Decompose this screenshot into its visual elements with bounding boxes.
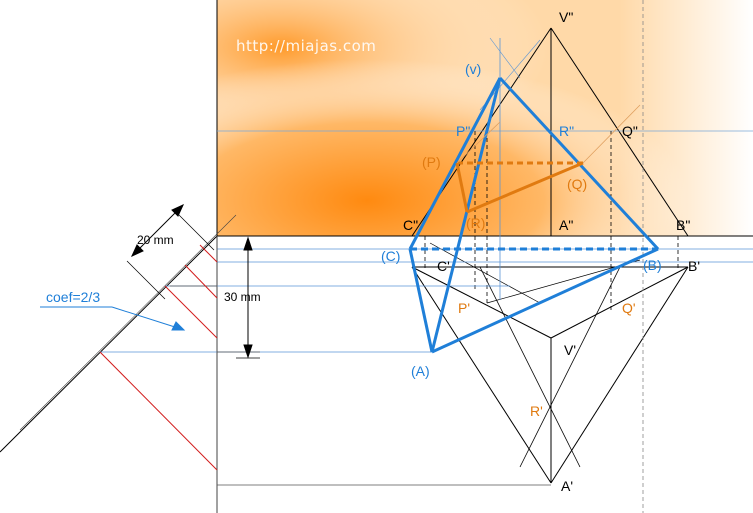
plan-view xyxy=(411,242,689,484)
orange-edge-p-r xyxy=(455,162,469,213)
blue-edge-v-c xyxy=(408,77,502,250)
blue-edge-v-a xyxy=(430,77,502,353)
dim-30mm-label: 30 mm xyxy=(224,290,261,304)
edge-b1-a1 xyxy=(550,266,689,484)
dimension-30mm xyxy=(236,235,260,359)
label-p: (P) xyxy=(422,154,441,170)
coef-leader xyxy=(40,306,186,331)
label-q2: Q" xyxy=(622,123,638,139)
orange-edge-r-q xyxy=(466,161,584,214)
label-a1: A' xyxy=(561,478,573,494)
orange-section xyxy=(455,161,584,214)
label-a: (A) xyxy=(411,363,430,379)
watermark: http://miajas.com xyxy=(236,37,376,55)
orange-background xyxy=(217,0,753,236)
label-q: (Q) xyxy=(567,176,587,192)
label-c2: C" xyxy=(403,217,418,233)
label-p2: P" xyxy=(456,123,470,139)
edge-c1-a1 xyxy=(411,266,552,484)
label-v2: V" xyxy=(559,9,573,25)
coef-label: coef=2/3 xyxy=(46,289,100,305)
edge-v2-b2 xyxy=(550,27,689,237)
label-c1: C' xyxy=(437,258,450,274)
dim-20mm-label: 20 mm xyxy=(137,233,174,247)
label-p1: P' xyxy=(458,300,470,316)
point-labels: V" (v) P" R" Q" (P) (Q) (R) C" A" B" (C)… xyxy=(381,9,700,494)
diagonal-auxiliary-line xyxy=(0,235,218,453)
label-r: (R) xyxy=(466,215,485,231)
edge-b1-v1 xyxy=(550,266,689,339)
red-construction-lines xyxy=(99,244,218,471)
blue-edge-a-b xyxy=(431,247,659,354)
label-v: (v) xyxy=(465,61,481,77)
label-r2: R" xyxy=(559,123,574,139)
label-b: (B) xyxy=(643,257,662,273)
label-c: (C) xyxy=(381,248,400,264)
label-a2: A" xyxy=(559,217,573,233)
orange-guides xyxy=(456,104,641,164)
blue-edge-c-a xyxy=(408,248,434,353)
label-b1: B' xyxy=(688,258,700,274)
label-b2: B" xyxy=(676,217,690,233)
label-q1: Q' xyxy=(622,300,636,316)
dimension-20mm xyxy=(126,203,215,300)
extension-lines xyxy=(170,236,551,513)
edge-c1-v1 xyxy=(411,266,552,339)
label-v1: V' xyxy=(564,342,576,358)
label-r1: R' xyxy=(530,403,543,419)
projection-lines xyxy=(424,0,679,513)
